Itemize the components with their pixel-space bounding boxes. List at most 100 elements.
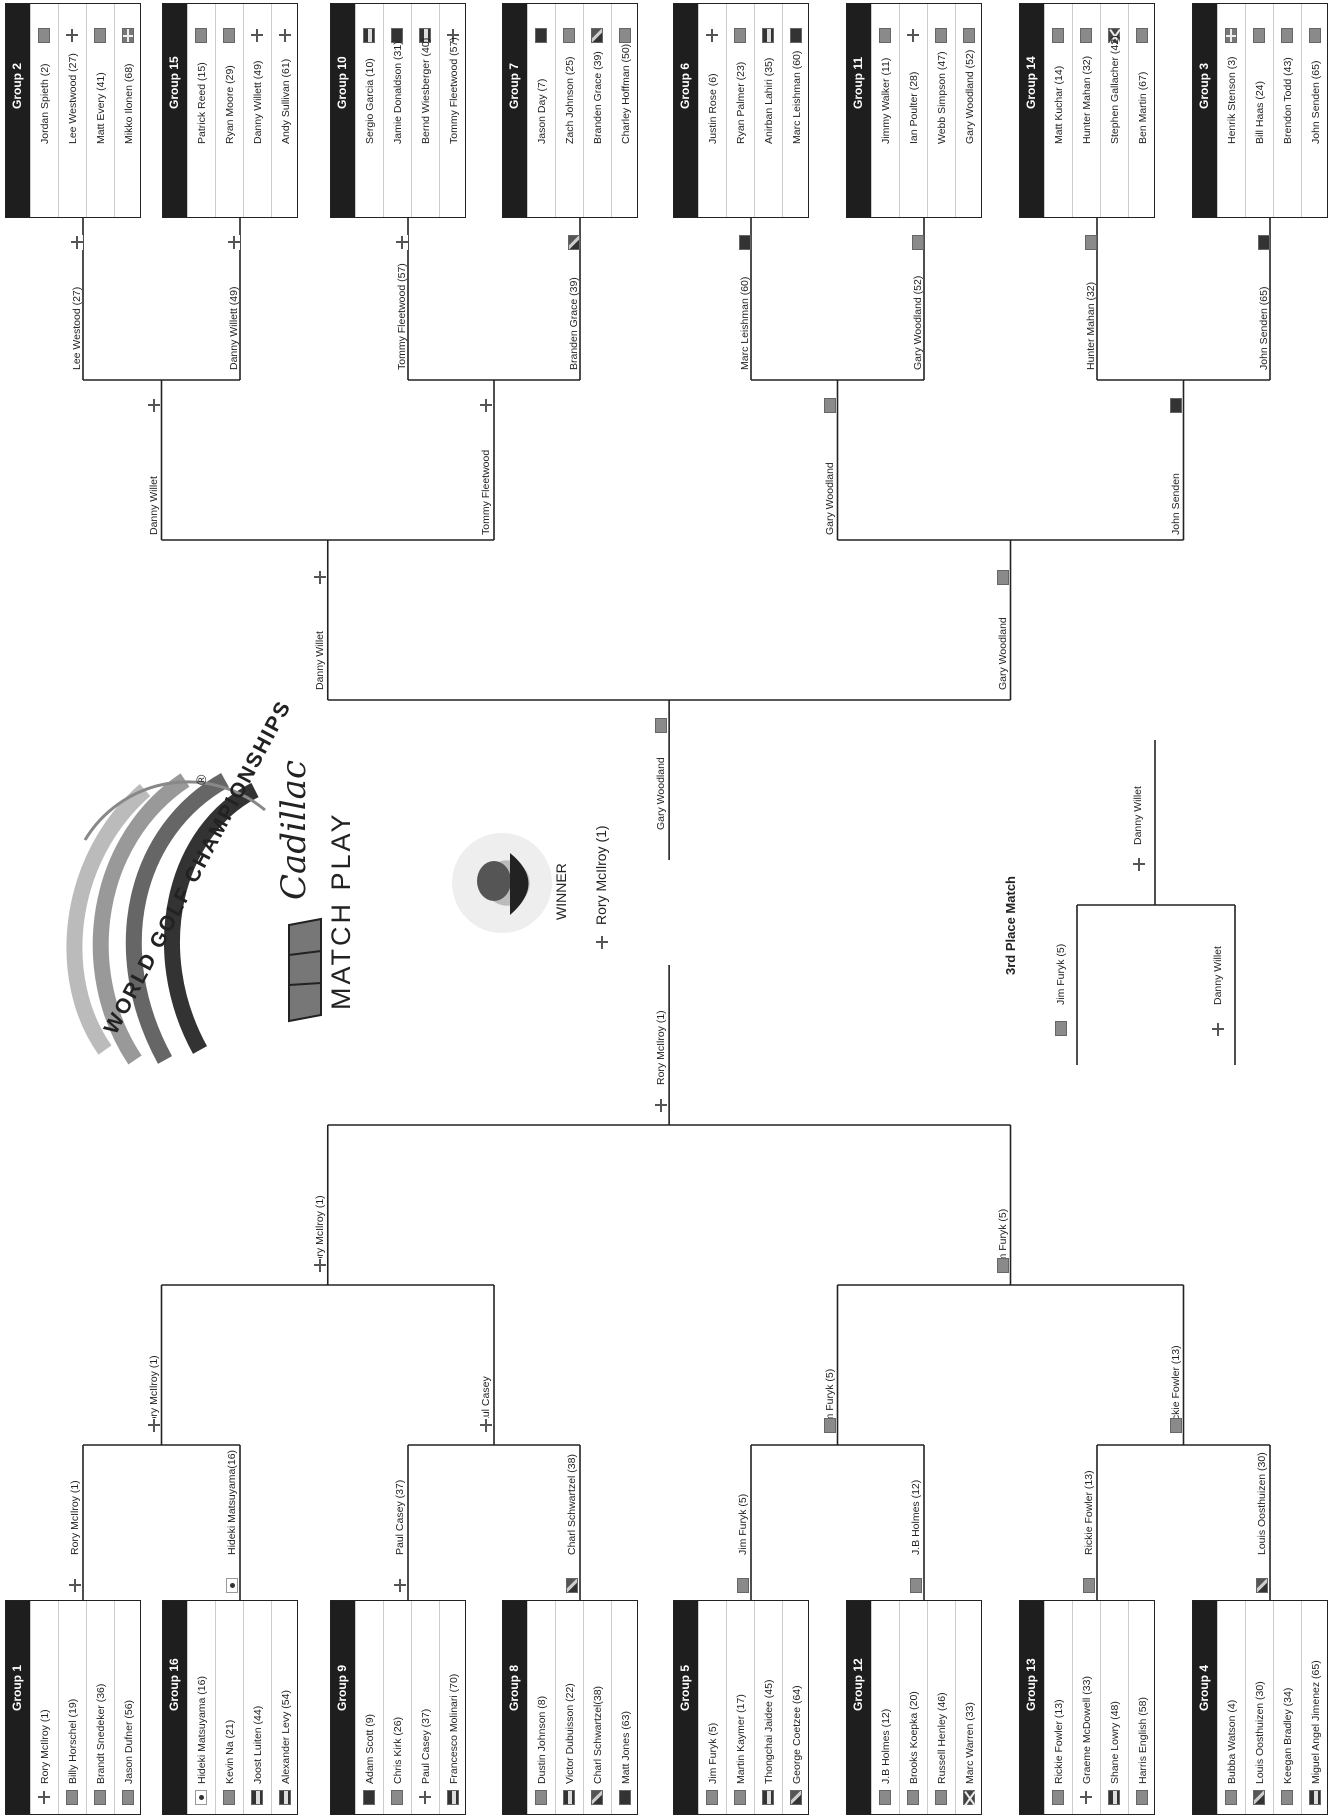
player-flag-icon — [1281, 1790, 1293, 1805]
round-player-flag-icon — [1085, 235, 1097, 250]
player-silhouette-icon — [452, 833, 552, 933]
group-player: Jason Day (7) — [527, 4, 556, 217]
cadillac-script: Cadillac — [288, 760, 300, 900]
player-flag-icon — [535, 28, 547, 43]
group-player: Bill Haas (24) — [1245, 4, 1274, 217]
round-player-flag-icon — [226, 1578, 238, 1593]
round-player-name: Tommy Fleetwood (57) — [396, 263, 408, 370]
player-flag-icon — [94, 28, 106, 43]
group-header: Group 13 — [1020, 1601, 1044, 1814]
player-flag-icon — [563, 28, 575, 43]
group-player: Charl Schwartzel(38) — [583, 1601, 612, 1814]
player-name: Adam Scott (9) — [364, 1714, 376, 1784]
player-flag-icon — [1080, 1790, 1092, 1805]
round-player-flag-icon — [824, 398, 836, 413]
player-flag-icon — [419, 1790, 431, 1805]
player-flag-icon — [535, 1790, 547, 1805]
player-name: Thongchai Jaidee (45) — [763, 1680, 775, 1784]
registered-mark: ® — [195, 775, 207, 785]
group-box: Group 11Jimmy Walker (11)Ian Poulter (28… — [846, 3, 982, 218]
player-name: Patrick Reed (15) — [196, 62, 208, 144]
round-player-name: John Senden — [1170, 473, 1182, 535]
group-player: Stephen Gallacher (42) — [1100, 4, 1129, 217]
group-player: Jamie Donaldson (31) — [383, 4, 412, 217]
third-place-heading: 3rd Place Match — [1005, 876, 1017, 975]
player-name: Bubba Watson (4) — [1226, 1700, 1238, 1784]
player-name: Francesco Molinari (70) — [448, 1674, 460, 1784]
third-place-player1-flag — [1055, 1021, 1067, 1036]
player-flag-icon — [1253, 28, 1265, 43]
player-name: Gary Woodland (52) — [964, 50, 976, 144]
group-player: Ryan Moore (29) — [215, 4, 244, 217]
player-name: Joost Luiten (44) — [252, 1706, 264, 1784]
player-flag-icon — [251, 1790, 263, 1805]
group-header: Group 8 — [503, 1601, 527, 1814]
player-flag-icon — [1136, 28, 1148, 43]
third-place-player2-flag — [1212, 1022, 1224, 1037]
player-flag-icon — [447, 1790, 459, 1805]
player-flag-icon — [195, 1790, 207, 1805]
group-box: Group 6Justin Rose (6)Ryan Palmer (23)An… — [673, 3, 809, 218]
round-player-flag-icon — [396, 235, 408, 250]
player-flag-icon — [762, 1790, 774, 1805]
group-player: Miguel Angel Jimenez (65) — [1301, 1601, 1330, 1814]
player-flag-icon — [879, 1790, 891, 1805]
winner-name: Rory McIlroy (1) — [595, 825, 607, 925]
player-name: Paul Casey (37) — [420, 1709, 432, 1784]
group-player: Gary Woodland (52) — [955, 4, 984, 217]
winner-photo — [452, 833, 552, 933]
group-player: Jason Dufner (56) — [114, 1601, 143, 1814]
group-player: Sergio Garcia (10) — [355, 4, 384, 217]
player-name: Kevin Na (21) — [224, 1720, 236, 1784]
round-player-flag-icon — [69, 1578, 81, 1593]
player-name: Rory McIlroy (1) — [39, 1709, 51, 1784]
group-box: Group 4Bubba Watson (4)Louis Oosthuizen … — [1192, 1600, 1328, 1815]
group-player: Billy Horschel (19) — [58, 1601, 87, 1814]
round-player-flag-icon — [394, 1578, 406, 1593]
round-player-flag-icon — [314, 1258, 326, 1273]
player-name: Bill Haas (24) — [1254, 81, 1266, 144]
group-player: J.B Holmes (12) — [871, 1601, 900, 1814]
round-player-flag-icon — [148, 1418, 160, 1433]
group-player: Brendon Todd (43) — [1273, 4, 1302, 217]
player-name: Ben Martin (67) — [1137, 72, 1149, 144]
group-player: Dustin Johnson (8) — [527, 1601, 556, 1814]
group-player: Adam Scott (9) — [355, 1601, 384, 1814]
player-name: Webb Simpson (47) — [936, 51, 948, 144]
group-header: Group 15 — [163, 4, 187, 217]
player-flag-icon — [734, 1790, 746, 1805]
round-player-flag-icon — [997, 1258, 1009, 1273]
player-flag-icon — [1108, 1790, 1120, 1805]
player-name: Zach Johnson (25) — [564, 56, 576, 144]
round-player-flag-icon — [1170, 1418, 1182, 1433]
group-player: Charley Hoffman (50) — [611, 4, 640, 217]
group-header: Group 5 — [674, 1601, 698, 1814]
player-name: Hideki Matsuyama (16) — [196, 1676, 208, 1784]
player-flag-icon — [1052, 28, 1064, 43]
player-name: Alexander Levy (54) — [280, 1690, 292, 1784]
round-player-name: Branden Grace (39) — [568, 277, 580, 370]
round-player-name: John Senden (65) — [1258, 287, 1270, 370]
group-player: Patrick Reed (15) — [187, 4, 216, 217]
round-player-name: Jim Furyk (5) — [737, 1494, 749, 1555]
player-name: Jimmy Walker (11) — [880, 58, 892, 144]
group-header: Group 6 — [674, 4, 698, 217]
round-player-name: Rory McIlroy (1) — [69, 1480, 81, 1555]
round-player-flag-icon — [824, 1418, 836, 1433]
round-player-name: Tommy Fleetwood — [480, 450, 492, 535]
player-flag-icon — [591, 28, 603, 43]
group-player: Mikko Ilonen (68) — [114, 4, 143, 217]
round-player-name: Danny Willet — [314, 631, 326, 690]
third-place-player2: Danny Willet — [1212, 946, 1224, 1005]
player-name: Dustin Johnson (8) — [536, 1696, 548, 1784]
group-player: Matt Every (41) — [86, 4, 115, 217]
group-header: Group 3 — [1193, 4, 1217, 217]
player-flag-icon — [38, 1790, 50, 1805]
group-player: Brooks Koepka (20) — [899, 1601, 928, 1814]
final-bottom-name: Rory McIlroy (1) — [655, 1010, 667, 1085]
group-player: Victor Dubuisson (22) — [555, 1601, 584, 1814]
group-player: Martin Kaymer (17) — [726, 1601, 755, 1814]
player-flag-icon — [94, 1790, 106, 1805]
player-name: Victor Dubuisson (22) — [564, 1683, 576, 1784]
